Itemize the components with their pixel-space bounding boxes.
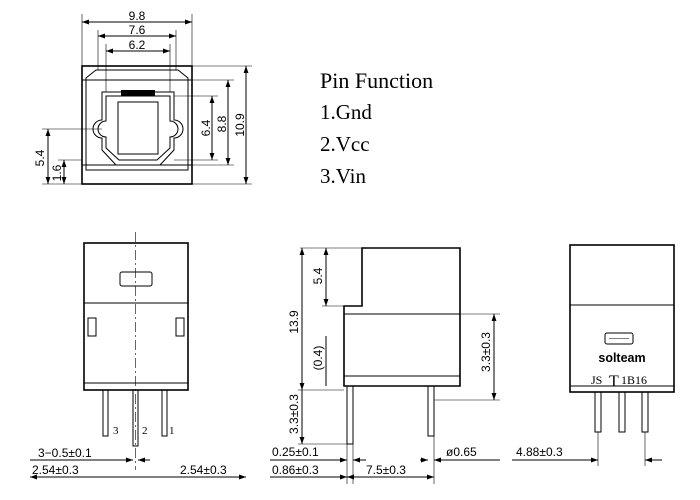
- dim-front-pitch-right: 2.54±0.3: [180, 463, 227, 477]
- dim-side-lead-offset: 0.86±0.3: [272, 463, 319, 477]
- dim-side-small-gap: (0.4): [311, 346, 325, 371]
- top-view-outer-body: [81, 65, 193, 185]
- dim-top-height-inner: 6.4: [199, 119, 213, 136]
- dim-top-width-mid: 7.6: [129, 23, 146, 37]
- dim-top-height-outer: 10.9: [233, 113, 247, 137]
- model-prefix: JS: [591, 373, 602, 387]
- pin-function-item-2: 2.Vcc: [320, 132, 370, 156]
- front-view-body: [83, 242, 189, 391]
- side-view-body: [343, 247, 461, 387]
- top-view-bezel: [85, 69, 189, 171]
- brand-label: solteam: [598, 351, 645, 365]
- dim-side-lead-spacing: 7.5±0.3: [366, 463, 406, 477]
- front-view-right-slot: [175, 317, 185, 337]
- front-view: 3 2 1 3−0.5±0.1 2.54±0.3 2.54±0.3: [30, 232, 246, 480]
- dim-side-body-height: 3.3±0.3: [479, 332, 493, 372]
- back-view-marking-recess: [604, 332, 634, 345]
- front-view-pin-1: [161, 389, 168, 437]
- front-view-pin-3: [102, 389, 109, 437]
- side-view: 5.4 13.9 (0.4) 3.3±0.3 3.3±0.3 0.25±0.1 …: [270, 247, 500, 484]
- back-view: solteam JS T 1B16 4.88±0.3: [512, 244, 675, 466]
- top-view-shutter: [121, 90, 155, 96]
- top-view-socket-outline: [92, 91, 184, 166]
- front-view-window: [119, 271, 153, 287]
- dim-front-pitch-left: 2.54±0.3: [32, 463, 79, 477]
- dim-top-width-inner: 6.2: [129, 38, 146, 52]
- back-view-body: [569, 244, 675, 393]
- back-view-pin-right: [641, 391, 649, 433]
- pin-label-3: 3: [113, 425, 119, 437]
- top-view-lens: [117, 101, 159, 155]
- pin-function-title: Pin Function: [320, 68, 434, 93]
- pin-label-2: 2: [142, 425, 148, 437]
- model-suffix: 1B16: [621, 373, 647, 387]
- top-view: 9.8 7.6 6.2 6.4 8.8 10.9 5.4 1.6: [33, 9, 252, 185]
- dim-top-left-upper: 5.4: [33, 149, 47, 166]
- dim-side-lead-diameter: ø0.65: [446, 445, 477, 459]
- dim-top-width-outer: 9.8: [129, 9, 146, 23]
- model-logo: T: [609, 373, 619, 390]
- top-view-socket-inner: [97, 95, 179, 161]
- pin-function-legend: Pin Function 1.Gnd 2.Vcc 3.Vin: [320, 66, 433, 192]
- pin-function-item-1: 1.Gnd: [320, 100, 372, 124]
- back-view-pin-center: [618, 391, 626, 433]
- dim-back-width: 4.88±0.3: [516, 445, 563, 459]
- dim-top-left-lower: 1.6: [50, 164, 64, 181]
- dim-side-lead-length: 3.3±0.3: [287, 394, 301, 434]
- dim-front-pin-offset: 3−0.5±0.1: [38, 446, 92, 460]
- side-view-lead-left: [346, 385, 354, 445]
- dim-side-lead-thickness: 0.25±0.1: [272, 445, 319, 459]
- pin-label-1: 1: [169, 425, 175, 437]
- dim-top-height-mid: 8.8: [215, 115, 229, 132]
- side-view-lead-right: [427, 385, 435, 437]
- dim-side-top-block: 5.4: [311, 267, 325, 284]
- back-view-pin-left: [594, 391, 602, 433]
- dim-side-total-height: 13.9: [287, 310, 301, 334]
- front-view-left-slot: [87, 317, 97, 337]
- pin-function-item-3: 3.Vin: [320, 164, 366, 188]
